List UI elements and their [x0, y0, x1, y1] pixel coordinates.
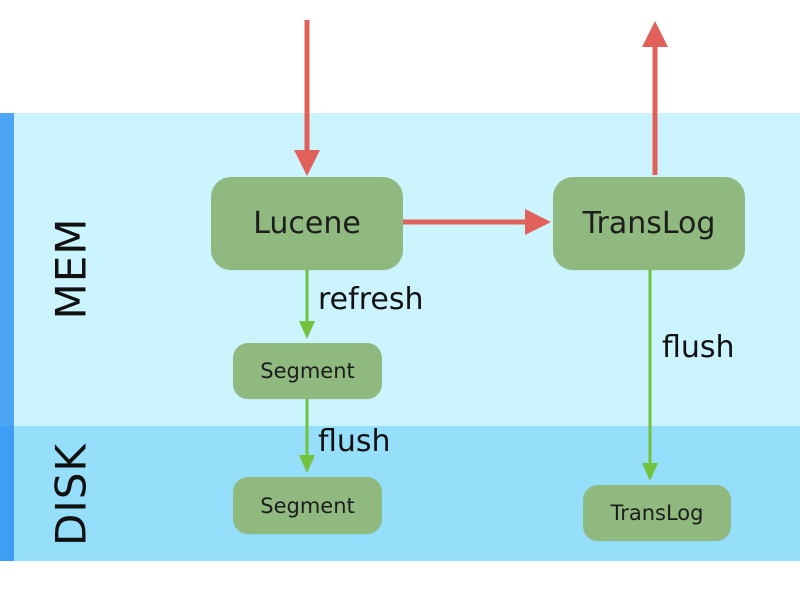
- mem-region-label: MEM: [46, 217, 96, 320]
- lucene-node: Lucene: [211, 177, 403, 270]
- segment-disk-node: Segment: [233, 477, 382, 534]
- mem-side-bar: [0, 113, 14, 426]
- disk-region-label: DISK: [46, 443, 96, 546]
- flush-translog-label: flush: [662, 330, 735, 365]
- flush-segment-label: flush: [318, 424, 391, 459]
- refresh-label: refresh: [318, 282, 424, 317]
- segment-mem-node: Segment: [233, 343, 382, 399]
- translog-node: TransLog: [553, 177, 745, 270]
- disk-side-bar: [0, 426, 14, 561]
- translog-disk-node: TransLog: [583, 485, 731, 541]
